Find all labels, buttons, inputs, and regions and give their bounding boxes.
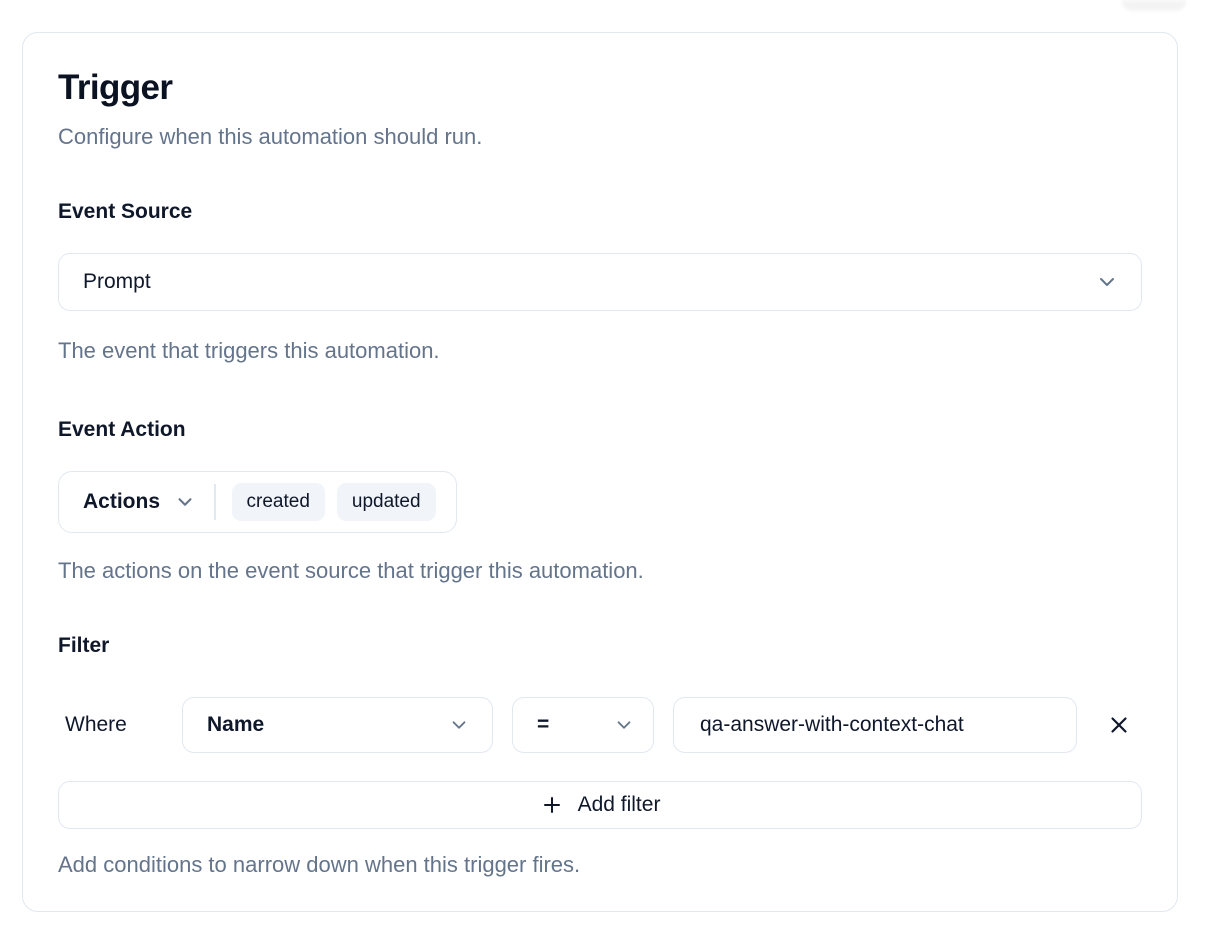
event-source-value: Prompt xyxy=(83,270,151,293)
action-chip-updated[interactable]: updated xyxy=(336,483,436,521)
chevron-down-icon xyxy=(617,721,631,729)
filter-helper: Add conditions to narrow down when this … xyxy=(58,852,581,877)
filter-field-select[interactable]: Name xyxy=(182,697,493,753)
event-source-select[interactable]: Prompt xyxy=(58,253,1142,311)
filter-value-input[interactable] xyxy=(673,697,1077,753)
chevron-down-icon xyxy=(452,721,466,729)
actions-dropdown-label: Actions xyxy=(83,490,161,513)
event-source-label: Event Source xyxy=(58,200,193,223)
plus-icon xyxy=(543,797,560,813)
chevron-down-icon xyxy=(1100,278,1114,286)
event-action-control: Actions created updated xyxy=(58,471,457,533)
remove-filter-button[interactable] xyxy=(1096,697,1142,753)
close-icon xyxy=(1111,717,1127,733)
trigger-card: Trigger Configure when this automation s… xyxy=(22,32,1178,912)
action-chip-created[interactable]: created xyxy=(231,483,325,521)
add-filter-label: Add filter xyxy=(577,793,661,816)
card-subtitle: Configure when this automation should ru… xyxy=(58,124,483,149)
chevron-down-icon xyxy=(178,498,192,506)
divider xyxy=(214,484,216,520)
event-source-helper: The event that triggers this automation. xyxy=(58,338,440,363)
add-filter-button[interactable]: Add filter xyxy=(58,781,1142,829)
page-title: Trigger xyxy=(58,68,173,107)
filter-label: Filter xyxy=(58,634,110,657)
event-action-label: Event Action xyxy=(58,418,186,441)
event-action-helper: The actions on the event source that tri… xyxy=(58,558,644,583)
actions-dropdown[interactable]: Actions xyxy=(79,490,200,514)
filter-where-label: Where xyxy=(65,713,127,736)
filter-operator-select[interactable]: = xyxy=(512,697,654,753)
filter-operator-value: = xyxy=(537,713,550,736)
filter-field-value: Name xyxy=(207,713,265,736)
filter-row: Where Name = xyxy=(58,697,1142,753)
cropped-element-artifact xyxy=(1122,0,1186,11)
